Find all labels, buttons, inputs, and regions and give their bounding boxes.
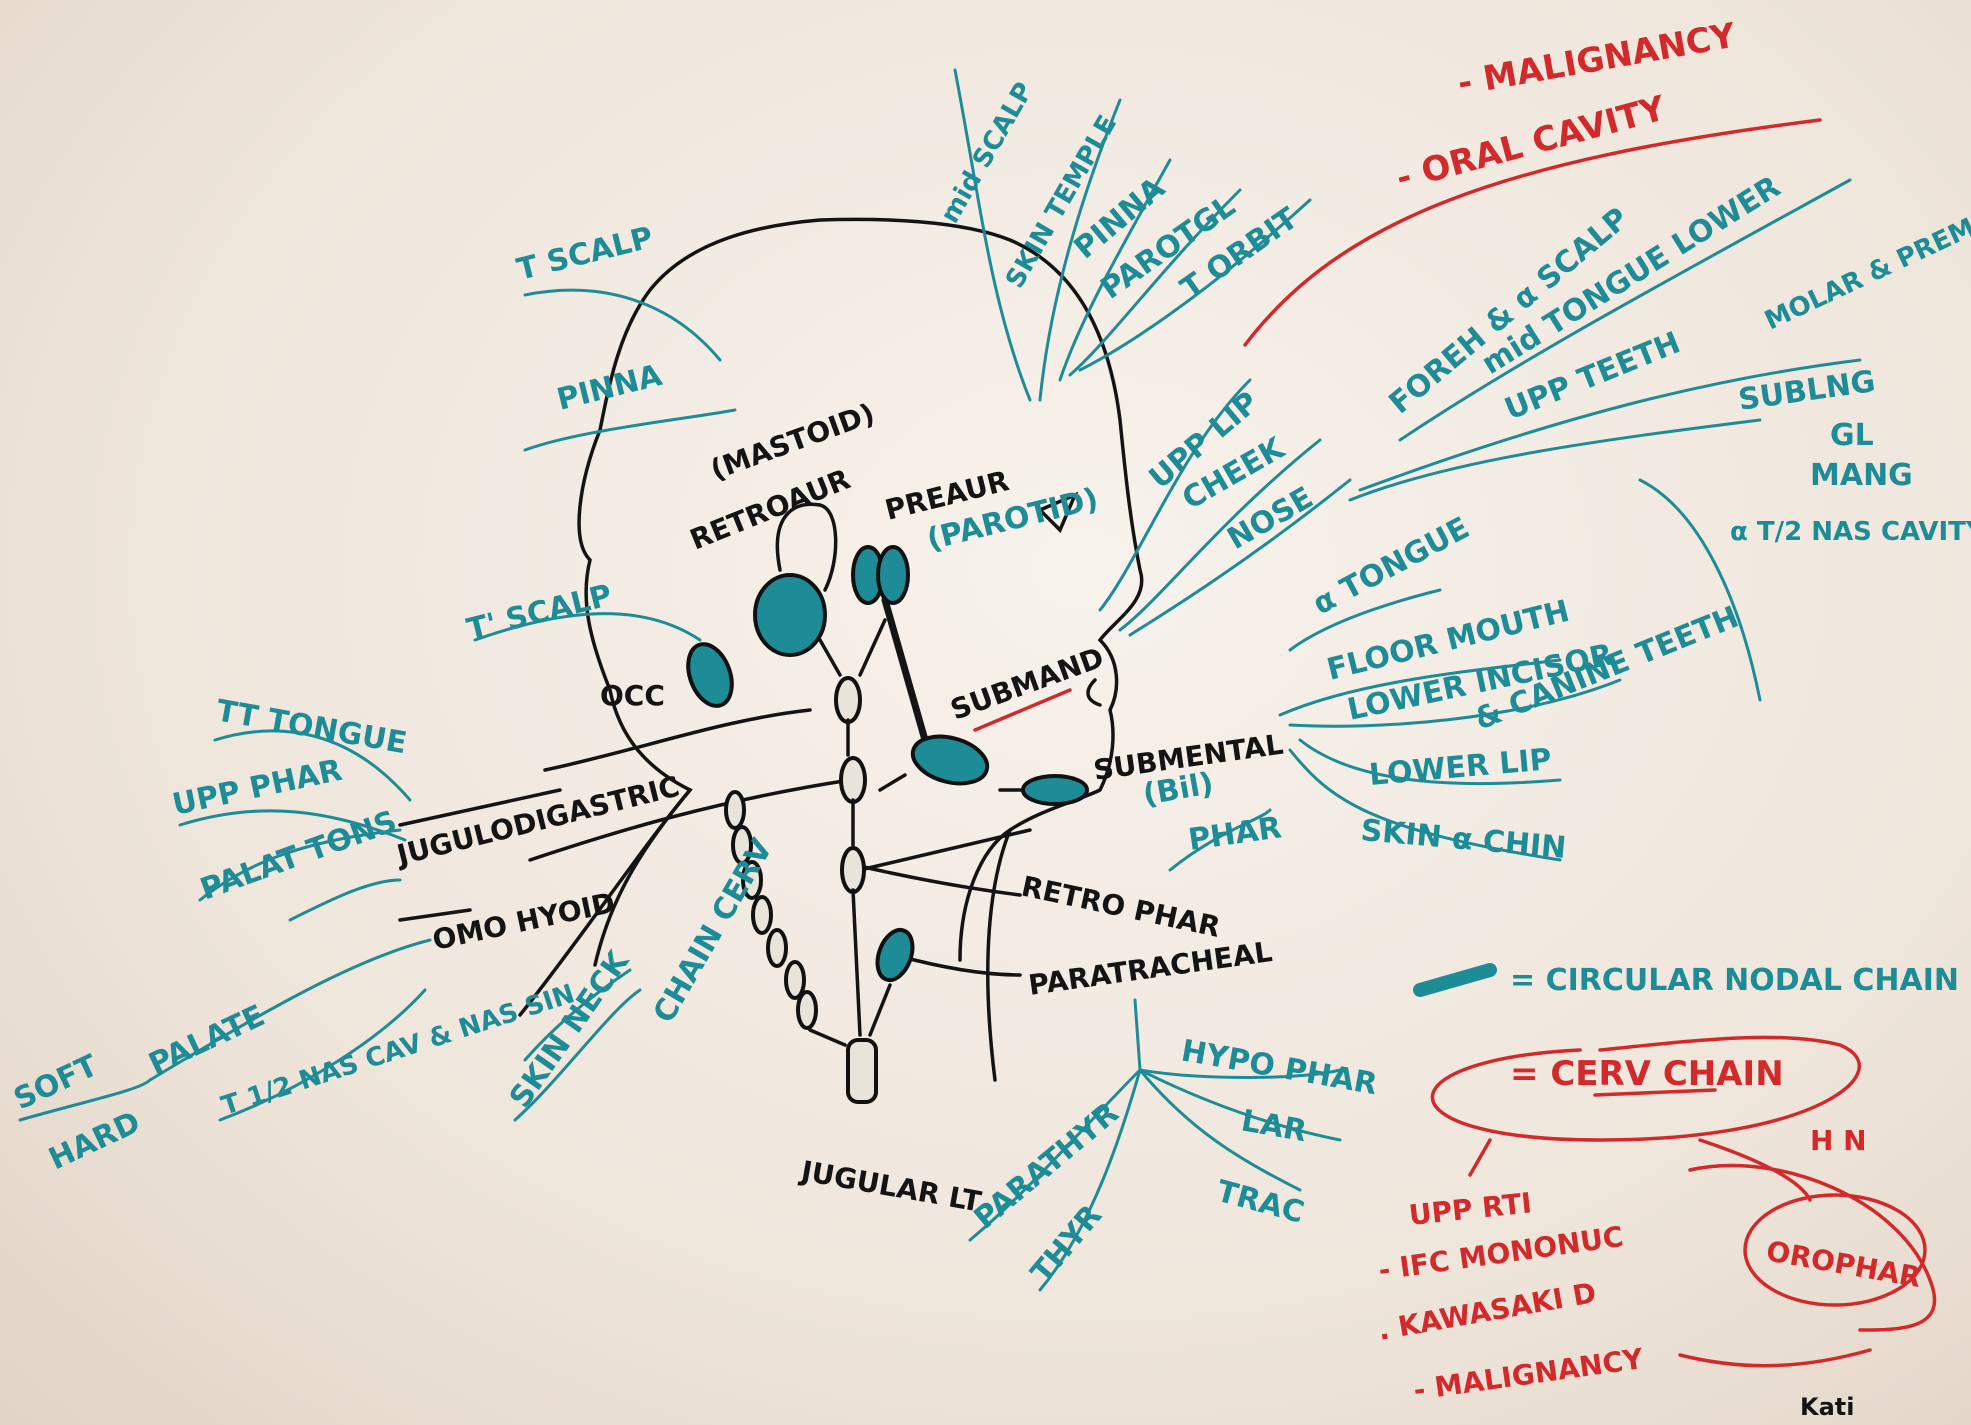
label-upp-rti: UPP RTI	[1407, 1186, 1533, 1232]
head-outline	[577, 217, 1144, 967]
cervical-chain-node-5	[766, 928, 788, 968]
label-oropharynx: OROPHAR	[1764, 1234, 1924, 1294]
label-lower-lip: LOWER LIP	[1368, 742, 1553, 793]
mouth	[1086, 678, 1102, 707]
submental-node	[1021, 774, 1089, 806]
label-legend-cerv: = CERV CHAIN	[1510, 1054, 1784, 1094]
label-trac: TRAC	[1213, 1174, 1308, 1231]
label-sublng: SUBLNG	[1736, 364, 1877, 418]
red-annotations	[973, 118, 1937, 1368]
ear-outline	[775, 502, 838, 592]
cervical-chain-node-6	[784, 960, 806, 1000]
label-malignancy-bottom: - MALIGNANCY	[1411, 1342, 1646, 1407]
preauricular-node-2	[876, 545, 910, 605]
cervical-chain-node-7	[796, 990, 818, 1030]
cervical-chain-node-2	[731, 825, 753, 865]
cervical-chain-node-4	[751, 895, 773, 935]
label-omohyoid: OMO HYOID	[430, 886, 618, 957]
label-submand: SUBMAND	[946, 641, 1108, 727]
label-kawasaki: . KAWASAKI D	[1375, 1276, 1598, 1347]
label-mang: MANG	[1810, 458, 1913, 493]
occipital-node	[686, 642, 734, 708]
label-jugular-lt: JUGULAR LT	[797, 1154, 984, 1218]
label-gl: GL	[1830, 418, 1874, 453]
mid-jugular-node	[840, 846, 866, 894]
jugular-trunk	[846, 1038, 878, 1104]
legend-marker	[1413, 963, 1497, 997]
cervical-chain-node-1	[724, 790, 746, 830]
label-molar-teeth: MOLAR & PREMOL TEETH	[1760, 153, 1971, 336]
label-thyr: THYR	[1024, 1198, 1109, 1290]
label-hard: HARD	[44, 1105, 146, 1177]
label-skin-temple: SKIN TEMPLE	[1000, 110, 1123, 293]
submandibular-node	[910, 734, 990, 786]
label-skin-neck: SKIN NECK	[503, 944, 637, 1115]
label-pinna-left: PINNA	[553, 358, 666, 418]
neck-front	[986, 828, 1012, 1082]
cervical-chain-node-3	[741, 860, 763, 900]
label-hn: H N	[1810, 1124, 1867, 1157]
label-signature: Kati	[1800, 1393, 1855, 1421]
lymph-nodes	[686, 545, 1089, 1104]
neck-back	[518, 788, 692, 1017]
label-nas-cavity: α T/2 NAS CAVITY & NAS SINUSES	[1730, 517, 1971, 547]
label-retro-phar: RETRO PHAR	[1019, 870, 1224, 944]
eye	[1036, 491, 1079, 534]
label-legend-circular: = CIRCULAR NODAL CHAIN	[1510, 963, 1959, 998]
label-hypo-phar: HYPO PHAR	[1179, 1033, 1380, 1102]
label-oral-cavity: - ORAL CAVITY	[1392, 88, 1670, 198]
upper-jugular-node	[839, 756, 867, 804]
black-connectors	[398, 596, 1052, 977]
label-palate: PALATE	[144, 998, 271, 1082]
label-tt-tongue: TT TONGUE	[214, 693, 410, 761]
paratracheal-node	[875, 927, 915, 983]
label-skin-chin: SKIN α CHIN	[1359, 813, 1567, 866]
retroauricular-node	[753, 573, 827, 657]
label-phar: PHAR	[1186, 810, 1283, 858]
label-palat-tons: PALAT TONS	[196, 804, 402, 907]
label-lar: LAR	[1239, 1103, 1310, 1149]
arrows	[808, 618, 907, 1047]
teal-connectors	[18, 68, 1862, 1292]
label-mid-scalp: mid SCALP	[935, 77, 1040, 228]
label-soft: SOFT	[9, 1048, 104, 1117]
label-occ: OCC	[600, 679, 665, 712]
label-scalp-posterior: T SCALP	[513, 220, 656, 288]
label-paratracheal: PARATRACHEAL	[1026, 935, 1274, 1002]
label-malignancy-top: - MALIGNANCY	[1455, 16, 1739, 104]
jugulodigastric-node	[834, 676, 862, 724]
label-a-tongue: α TONGUE	[1307, 511, 1475, 622]
